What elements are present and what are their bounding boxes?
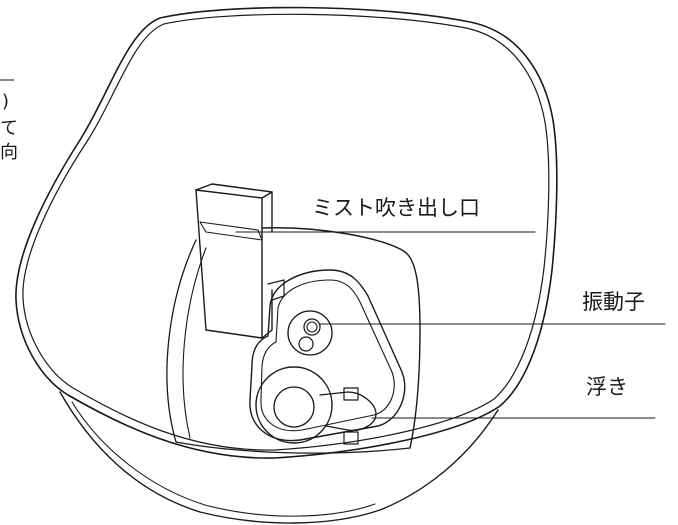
vibrator-outer (287, 310, 333, 356)
tank-outer-shell (15, 6, 558, 459)
cut-text-line-2: て (0, 118, 18, 139)
mounting-plate-inner (260, 279, 395, 432)
cut-text-line-1: ) (2, 91, 10, 112)
mist-outlet-chimney-front (195, 189, 263, 339)
float-arm (319, 391, 377, 431)
basin-wall-inner (182, 247, 207, 439)
label-float: 浮き (586, 375, 628, 399)
mist-outlet-opening (199, 221, 263, 241)
base-body (59, 391, 499, 524)
basin-right-wall (261, 227, 421, 449)
tank-inner-rim (22, 13, 550, 451)
float-clip-top (343, 387, 359, 401)
float-clip-bottom (343, 431, 359, 445)
cut-text-line-3: 向 (0, 142, 18, 163)
chimney-bracket (267, 279, 285, 301)
mist-outlet-chimney-top (195, 183, 273, 199)
vibrator-core (306, 321, 318, 333)
float-inner (273, 386, 315, 428)
mounting-plate (249, 269, 406, 442)
basin-wall (166, 239, 197, 443)
vibrator-sensor (298, 336, 314, 352)
vibrator-ring (303, 318, 321, 336)
label-vibrator: 振動子 (582, 290, 645, 314)
float-outer (255, 366, 333, 444)
label-mist-outlet: ミスト吹き出し口 (312, 196, 480, 220)
basin-floor (175, 441, 411, 454)
mist-outlet-chimney-side (261, 191, 273, 339)
base-inner-edge (71, 401, 376, 517)
